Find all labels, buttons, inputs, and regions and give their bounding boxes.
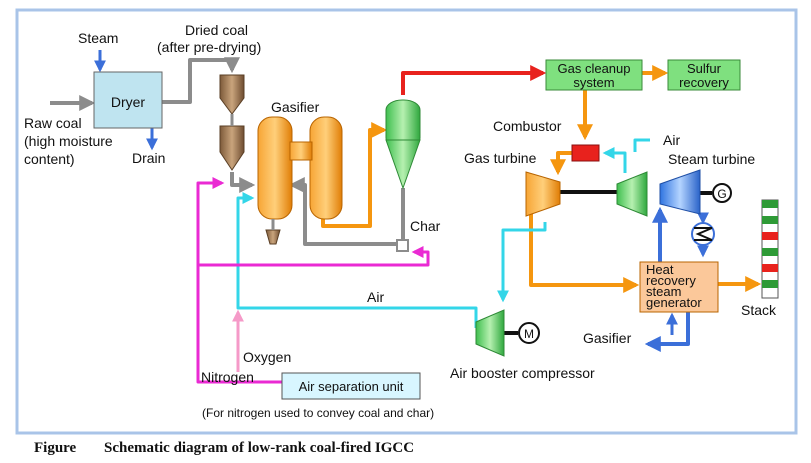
motor-label: M (524, 327, 534, 341)
air-mid-label: Air (367, 289, 384, 305)
hopper-feed-line (230, 172, 256, 193)
gasifier-steam-return (644, 310, 690, 352)
gt-compressor (616, 171, 648, 217)
raw-coal-label-2: (high moisture (24, 133, 113, 149)
combustor-label: Combustor (493, 118, 562, 134)
hrsg-box (639, 261, 719, 313)
stack-icon (761, 199, 779, 299)
generator-label: G (717, 187, 726, 201)
dryer-label: Dryer (111, 94, 146, 110)
figure-caption-text: Schematic diagram of low-rank coal-fired… (104, 440, 414, 456)
air-top-label: Air (663, 132, 680, 148)
steam-turbine-label: Steam turbine (668, 151, 755, 167)
motor-icon (518, 322, 540, 344)
dried-coal-label-1: Dried coal (185, 22, 248, 38)
gas-turbine (525, 171, 561, 217)
raw-coal-label-3: content) (24, 151, 75, 167)
oxygen-label: Oxygen (243, 349, 291, 365)
air-intake-line (633, 138, 650, 152)
asu-label: Air separation unit (299, 379, 404, 394)
hrsg-label-2: recovery (646, 273, 696, 288)
stack-label: Stack (741, 302, 777, 318)
gasifier-label: Gasifier (271, 99, 320, 115)
gas-cleanup-box (545, 59, 643, 91)
air-booster-compressor (475, 309, 505, 357)
bleed-air-line (497, 222, 547, 303)
char-label: Char (410, 218, 441, 234)
raw-coal-label-1: Raw coal (24, 115, 82, 131)
nitrogen-label: Nitrogen (201, 369, 254, 385)
compressor-to-combustor (602, 147, 627, 173)
gas-cleanup-label-1: Gas cleanup (558, 61, 631, 76)
generator-icon (712, 183, 732, 203)
nitrogen-line-main (196, 177, 282, 384)
flow-lines (50, 50, 762, 384)
syngas-to-cyclone (321, 122, 388, 228)
gasifier-return-label: Gasifier (583, 330, 632, 346)
dried-coal-label-2: (after pre-drying) (157, 39, 261, 55)
coal-hopper (219, 74, 245, 171)
gas-cleanup-label-2: system (573, 75, 614, 90)
char-valve (396, 239, 409, 252)
sulfur-recovery-box (667, 59, 741, 91)
syngas-to-cleanup (401, 65, 547, 95)
hrsg-label-4: generator (646, 295, 702, 310)
hrsg-label-1: Heat (646, 262, 674, 277)
asu-note-label: (For nitrogen used to convey coal and ch… (202, 406, 434, 420)
dried-coal-line (162, 57, 240, 104)
combustor-to-turbine (550, 151, 572, 176)
gasifier-vessel (257, 116, 343, 245)
hrsg-label-3: steam (646, 284, 681, 299)
air-booster-label: Air booster compressor (450, 365, 595, 381)
exhaust-to-hrsg (529, 210, 640, 293)
asu-box (281, 372, 421, 400)
condenser-icon (691, 222, 715, 246)
sulfur-label-1: Sulfur (687, 61, 722, 76)
combustor-box (571, 144, 600, 162)
booster-to-gasifier (236, 192, 478, 328)
figure-caption-prefix: Figure (34, 440, 77, 456)
dryer-box (93, 71, 163, 129)
sulfur-label-2: recovery (679, 75, 729, 90)
steam-label: Steam (78, 30, 118, 46)
gas-turbine-label: Gas turbine (464, 150, 537, 166)
nitrogen-line-char (198, 246, 430, 267)
char-cyclone (385, 99, 421, 190)
steam-turbine (659, 169, 701, 215)
drain-label: Drain (132, 150, 165, 166)
